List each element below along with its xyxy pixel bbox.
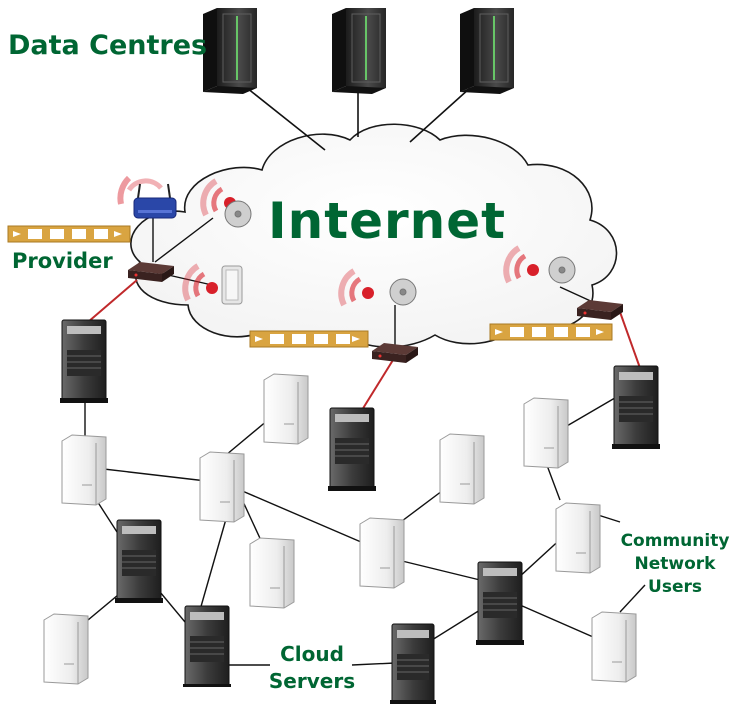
community-users bbox=[43, 373, 637, 685]
tower-server-icon bbox=[328, 407, 376, 491]
tower-server-icon bbox=[612, 365, 660, 449]
cloud-servers-label: Cloud Servers bbox=[262, 641, 362, 695]
tower-server-icon bbox=[476, 561, 524, 645]
internet-label: Internet bbox=[268, 192, 507, 250]
white-tower-pc-icon bbox=[555, 502, 601, 574]
data-centres-label: Data Centres bbox=[8, 30, 208, 61]
community-label-line-3: Users bbox=[648, 577, 702, 597]
tower-server-icon bbox=[183, 605, 231, 687]
white-tower-pc-icon bbox=[199, 451, 245, 523]
data-centre-rack-1 bbox=[203, 8, 257, 94]
bandwidth-bar-icon bbox=[7, 225, 613, 348]
provider-label: Provider bbox=[12, 249, 113, 273]
dish-antenna-icon bbox=[224, 200, 576, 306]
data-centre-rack-3 bbox=[460, 8, 514, 94]
uplinks bbox=[87, 279, 641, 411]
white-tower-pc-icon bbox=[523, 397, 569, 469]
community-label-line-1: Community bbox=[620, 531, 730, 551]
data-centre-rack-2 bbox=[332, 8, 386, 94]
community-label-line-2: Network bbox=[634, 554, 716, 574]
white-tower-pc-icon bbox=[249, 537, 295, 609]
tower-server-icon bbox=[60, 319, 108, 403]
wireless-signal-icon bbox=[117, 175, 539, 307]
cloud-label-line-2: Servers bbox=[268, 669, 356, 693]
white-tower-pc-icon bbox=[591, 611, 637, 683]
wifi-router-icon bbox=[133, 183, 177, 219]
community-network-users-label: Community Network Users bbox=[614, 530, 735, 599]
router-icon bbox=[128, 262, 623, 363]
data-centre-links bbox=[246, 87, 471, 151]
white-tower-pc-icon bbox=[263, 373, 309, 445]
white-tower-pc-icon bbox=[43, 613, 89, 685]
cloud-servers bbox=[60, 319, 660, 704]
cloud-label-line-1: Cloud bbox=[280, 642, 344, 666]
white-tower-pc-icon bbox=[61, 434, 107, 506]
panel-antenna-icon bbox=[221, 265, 243, 305]
white-tower-pc-icon bbox=[359, 517, 405, 589]
tower-server-icon bbox=[115, 519, 163, 603]
white-tower-pc-icon bbox=[439, 433, 485, 505]
tower-server-icon bbox=[390, 623, 436, 704]
